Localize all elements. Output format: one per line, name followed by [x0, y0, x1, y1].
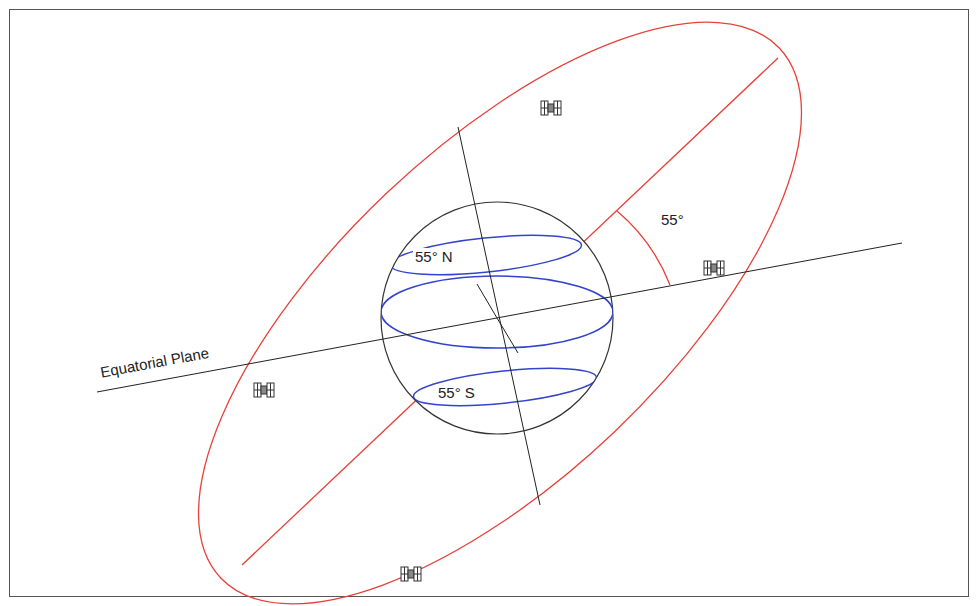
frame	[10, 10, 969, 597]
latitude-label: 55° S	[436, 384, 477, 401]
satellite	[254, 383, 274, 397]
polar-axis	[458, 127, 540, 505]
latitude-radius	[477, 284, 497, 318]
satellite	[401, 567, 421, 581]
orbit-axis	[242, 58, 778, 565]
plane-label: Equatorial Plane	[97, 343, 212, 381]
satellite	[541, 101, 561, 115]
latitude-label: 55° N	[413, 248, 455, 265]
latitude-south	[412, 361, 598, 412]
angle-label: 55°	[659, 211, 686, 228]
earth	[381, 202, 613, 434]
equator	[381, 276, 613, 348]
latitude-radius	[497, 318, 518, 353]
satellite	[704, 261, 724, 275]
orbit-ellipse	[107, 0, 893, 606]
